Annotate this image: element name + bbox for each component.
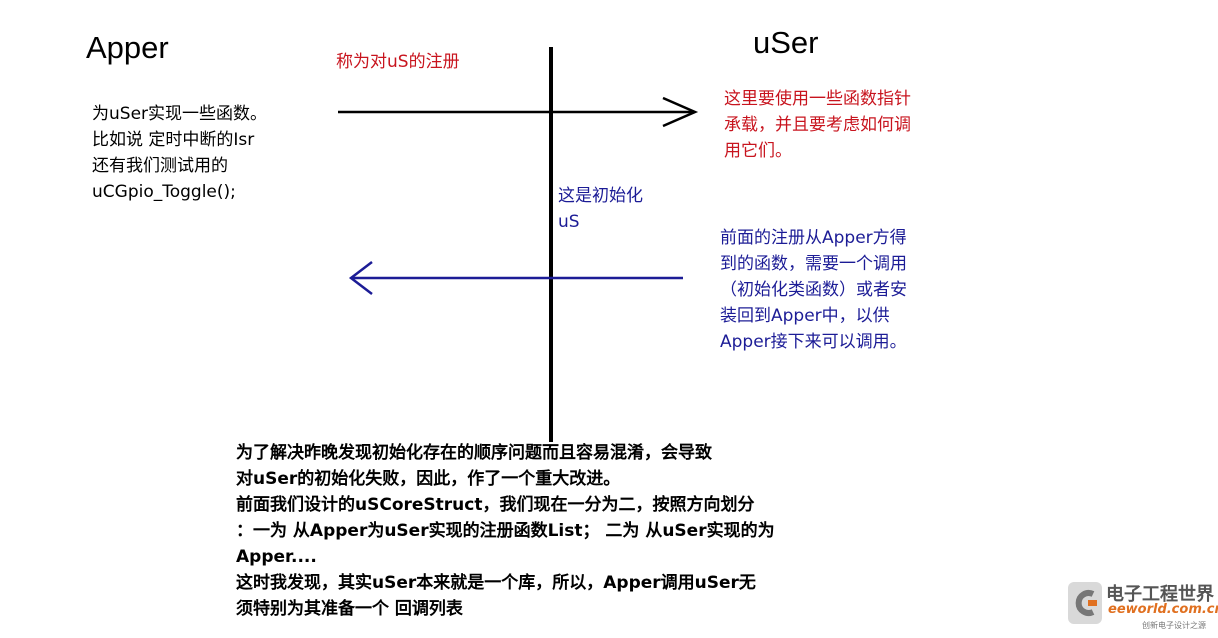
apper-note-line: uCGpio_Toggle(); bbox=[92, 182, 236, 202]
callback-note-line: 装回到Apper中，以供 bbox=[720, 306, 890, 326]
apper-note: 为uSer实现一些函数。 比如说 定时中断的Isr 还有我们测试用的 uCGpi… bbox=[92, 101, 267, 205]
apper-title: Apper bbox=[86, 30, 169, 65]
watermark-name: 电子工程世界 bbox=[1106, 584, 1214, 605]
callback-note-line: Apper接下来可以调用。 bbox=[720, 332, 907, 352]
summary-line: 前面我们设计的uSCoreStruct，我们现在一分为二，按照方向划分 bbox=[236, 495, 755, 515]
callback-note-line: （初始化类函数）或者安 bbox=[720, 280, 907, 300]
watermark-tagline: 创新电子设计之源 bbox=[1142, 621, 1206, 630]
apper-note-line: 为uSer实现一些函数。 bbox=[92, 104, 268, 124]
user-note-line: 用它们。 bbox=[724, 141, 792, 161]
user-note-line: 承载，并且要考虑如何调 bbox=[724, 115, 911, 135]
eeworld-watermark: 电子工程世界 eeworld.com.cn 创新电子设计之源 bbox=[1066, 578, 1218, 632]
summary-text: 为了解决昨晚发现初始化存在的顺序问题而且容易混淆，会导致 对uSer的初始化失败… bbox=[236, 440, 775, 622]
summary-line: 为了解决昨晚发现初始化存在的顺序问题而且容易混淆，会导致 bbox=[236, 443, 712, 463]
watermark-site: eeworld.com.cn bbox=[1108, 602, 1218, 617]
user-note-line: 这里要使用一些函数指针 bbox=[724, 89, 911, 109]
summary-line: Apper.... bbox=[236, 547, 317, 567]
user-note: 这里要使用一些函数指针 承载，并且要考虑如何调 用它们。 bbox=[724, 86, 911, 164]
init-label-line: 这是初始化 bbox=[558, 186, 643, 206]
callback-note-line: 到的函数，需要一个调用 bbox=[720, 254, 907, 274]
summary-line: 对uSer的初始化失败，因此，作了一个重大改进。 bbox=[236, 469, 621, 489]
callback-arrow bbox=[348, 261, 683, 295]
register-label: 称为对uS的注册 bbox=[336, 52, 460, 72]
callback-note: 前面的注册从Apper方得 到的函数，需要一个调用 （初始化类函数）或者安 装回… bbox=[720, 225, 907, 355]
callback-note-line: 前面的注册从Apper方得 bbox=[720, 228, 907, 248]
apper-note-line: 比如说 定时中断的Isr bbox=[92, 130, 255, 150]
eeworld-logo-icon bbox=[1068, 582, 1102, 624]
apper-note-line: 还有我们测试用的 bbox=[92, 156, 228, 176]
user-title: uSer bbox=[753, 25, 819, 60]
init-label: 这是初始化 uS bbox=[558, 183, 643, 235]
summary-line: ：一为 从Apper为uSer实现的注册函数List； 二为 从uSer实现的为 bbox=[236, 521, 775, 541]
register-arrow bbox=[338, 96, 699, 128]
summary-line: 须特别为其准备一个 回调列表 bbox=[236, 599, 463, 619]
init-label-line: uS bbox=[558, 212, 580, 232]
summary-line: 这时我发现，其实uSer本来就是一个库，所以，Apper调用uSer无 bbox=[236, 573, 756, 593]
